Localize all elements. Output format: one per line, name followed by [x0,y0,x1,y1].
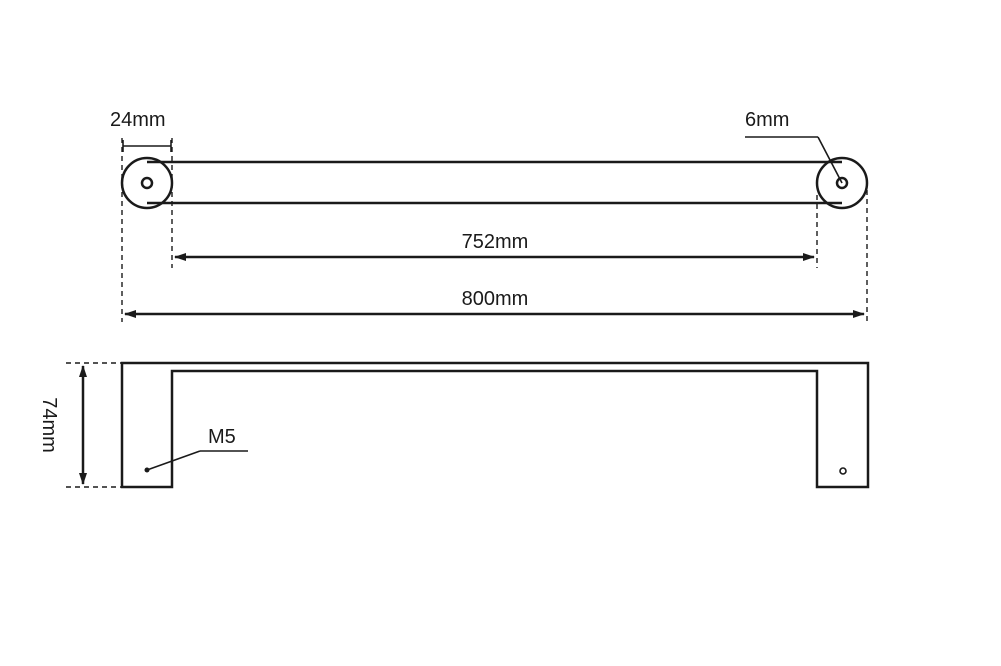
hole-diameter-label: 6mm [745,109,789,131]
overall-length-dimension: 800mm [124,288,865,318]
thread-leader-diagonal [146,450,201,471]
height-dimension: 74mm [38,365,87,485]
thread-callout: M5 [146,426,248,471]
hole-leader-diagonal [817,136,843,184]
top-view [120,156,869,210]
left-post-circle [120,156,174,210]
extension-lines [66,138,868,488]
right-m5-hole [839,467,847,475]
right-post-circle [815,156,869,210]
front-view [120,361,870,489]
inner-length-dimension: 752mm [174,231,815,261]
thread-label: M5 [208,426,236,448]
left-hole-circle [140,176,154,190]
post-width-label: 24mm [110,109,166,131]
height-label: 74mm [38,397,60,453]
overall-length-label: 800mm [462,288,529,310]
right-hole-circle [835,176,849,190]
front-view-outline [120,361,870,489]
hole-diameter-dimension: 6mm [745,109,843,184]
post-width-dimension: 24mm [110,109,172,152]
inner-length-label: 752mm [462,231,529,253]
